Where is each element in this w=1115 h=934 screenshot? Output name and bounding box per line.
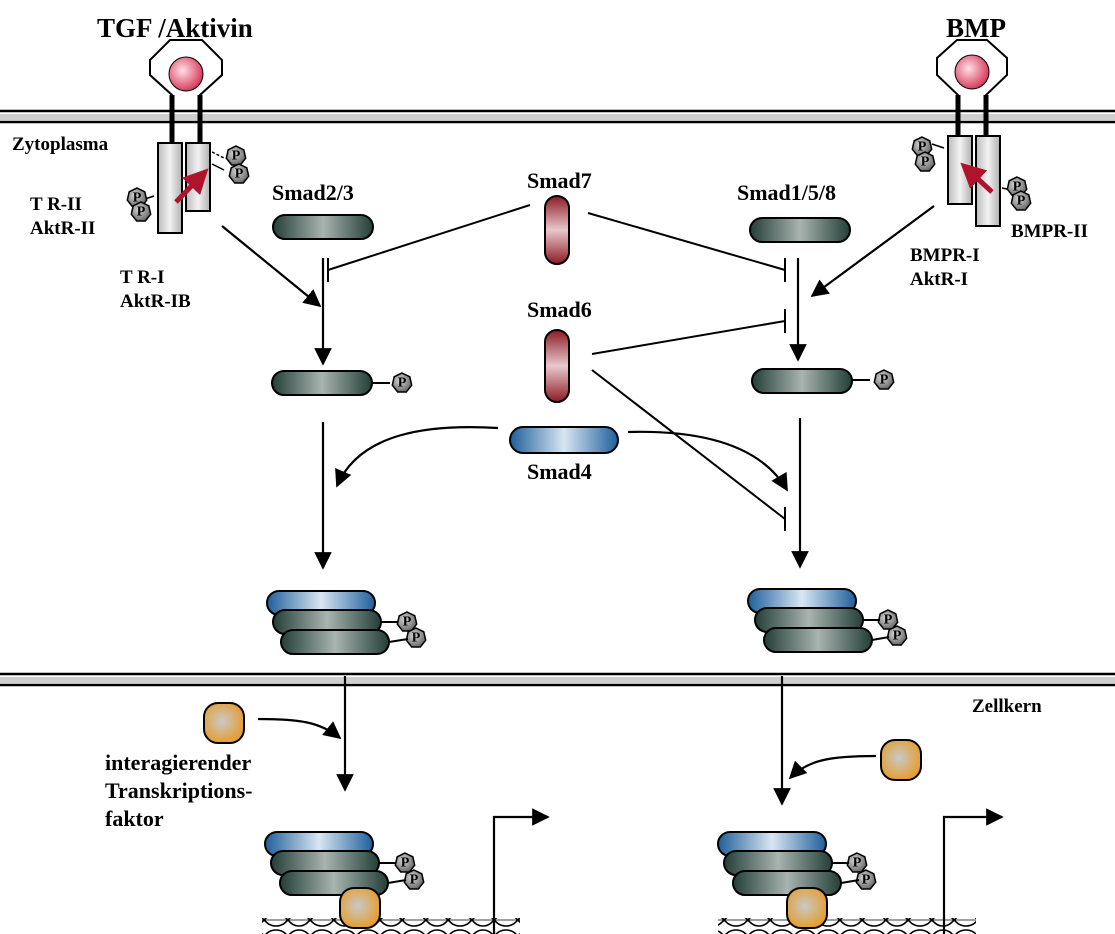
cell-membrane: [0, 109, 1115, 124]
smad4-protein: [509, 426, 619, 454]
dna-helix-icon: [718, 918, 976, 934]
phosphate-icon: P: [396, 611, 418, 632]
phosphate-label: P: [401, 856, 410, 871]
ligand-ball-icon: [954, 54, 990, 90]
tf-label-line2: Transkriptions-: [105, 778, 253, 803]
smad158-phosphorylated: [751, 368, 853, 394]
transcription-factor-right: [880, 739, 922, 781]
phosphate-label: P: [884, 613, 893, 628]
phosphate-icon: P: [391, 372, 413, 393]
ligand-ball-icon: [168, 56, 204, 92]
phosphate-icon: P: [886, 625, 908, 646]
phosphate-label: P: [918, 140, 927, 155]
bmpr2-label: BMPR-II: [1011, 221, 1088, 242]
phosphate-icon: P: [228, 163, 250, 184]
smad6-protein: [544, 329, 570, 403]
inhibition-lines: [327, 204, 786, 531]
bmpr1-label: BMPR-I: [910, 245, 980, 266]
nuclear-membrane: [0, 672, 1115, 687]
phosphate-label: P: [1017, 194, 1026, 209]
phosphate-label: P: [403, 615, 412, 630]
phosphate-icon: P: [225, 145, 247, 166]
smad-complex-left: [266, 590, 409, 655]
phosphate-label: P: [137, 205, 146, 220]
phosphate-icon: P: [1010, 190, 1032, 211]
tf-label-line1: interagierender: [105, 750, 251, 775]
tgf-activin-label: TGF /Aktivin: [97, 13, 253, 43]
smad158-label: Smad1/5/8: [737, 180, 836, 205]
phosphate-icon: P: [877, 609, 899, 630]
phosphate-label: P: [232, 149, 241, 164]
phosphate-icon: P: [394, 852, 416, 873]
phosphate-icon: P: [405, 627, 427, 648]
phosphate-label: P: [853, 856, 862, 871]
phosphate-label: P: [893, 629, 902, 644]
smad23-label: Smad2/3: [272, 180, 354, 205]
transcription-arrow-icon: [492, 808, 550, 934]
smad23-phosphorylated: [271, 370, 373, 396]
phosphate-label: P: [1013, 180, 1022, 195]
phosphate-label: P: [133, 191, 142, 206]
phosphate-label: P: [235, 167, 244, 182]
zytoplasma-label: Zytoplasma: [12, 134, 109, 155]
tf-label-line3: faktor: [105, 806, 164, 831]
phosphate-label: P: [921, 155, 930, 170]
smad158-inactive: [749, 217, 851, 243]
kinase-arrow-icon: [960, 162, 994, 194]
phosphate-label: P: [410, 873, 419, 888]
transcription-arrow-icon: [942, 808, 1004, 934]
smad7-protein: [544, 195, 570, 265]
nuclear-complex-right: [717, 831, 860, 929]
phosphate-label: P: [398, 376, 407, 391]
phosphate-label: P: [412, 631, 421, 646]
transcription-factor-left: [203, 702, 245, 744]
kinase-arrow-icon: [174, 168, 209, 204]
tgf-receptor-complex: [141, 39, 225, 234]
phosphate-icon: P: [914, 151, 936, 172]
type-ii-receptor: [157, 142, 183, 234]
smad23-inactive: [272, 214, 374, 240]
nuclear-complex-left: [264, 831, 407, 929]
aktr1-label: AktR-I: [910, 269, 968, 290]
tbr2-label: T R-II: [30, 194, 82, 215]
zellkern-label: Zellkern: [972, 696, 1042, 717]
aktr1b-label: AktR-IB: [120, 291, 191, 312]
phosphate-label: P: [862, 873, 871, 888]
dna-helix-icon: [262, 918, 520, 934]
phosphate-icon: P: [130, 201, 152, 222]
smad6-label: Smad6: [527, 297, 592, 322]
signaling-arrows: [221, 205, 935, 806]
phosphate-label: P: [880, 373, 889, 388]
bmp-label: BMP: [946, 13, 1006, 43]
smad4-label: Smad4: [527, 459, 592, 484]
phosphate-icon: P: [846, 852, 868, 873]
smad7-label: Smad7: [527, 168, 592, 193]
tbr1-label: T R-I: [120, 267, 165, 288]
phosphate-icon: P: [855, 869, 877, 890]
aktr2-label: AktR-II: [30, 218, 95, 239]
phosphate-icon: P: [403, 869, 425, 890]
smad-complex-right: [747, 588, 890, 653]
bmp-receptor-complex: [931, 39, 1013, 227]
phosphate-icon: P: [873, 369, 895, 390]
